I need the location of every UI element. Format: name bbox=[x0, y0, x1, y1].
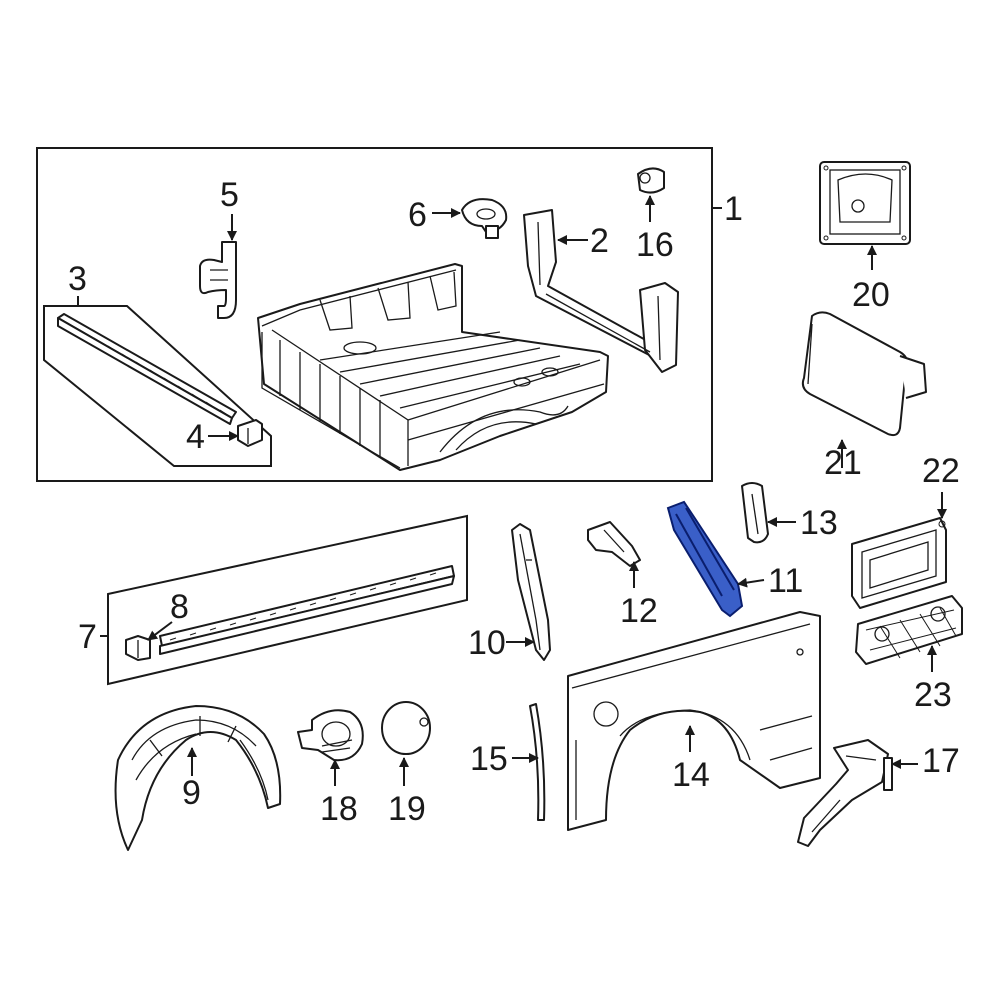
callout-18[interactable]: 18 bbox=[320, 790, 358, 828]
rail-seal-clip[interactable] bbox=[237, 419, 263, 447]
fuel-door-housing[interactable] bbox=[297, 709, 364, 762]
callout-10[interactable]: 10 bbox=[468, 624, 506, 662]
callout-3[interactable]: 3 bbox=[68, 260, 87, 298]
callout-20[interactable]: 20 bbox=[852, 276, 890, 314]
bed-plug[interactable] bbox=[637, 167, 665, 194]
fuel-door[interactable] bbox=[381, 701, 431, 755]
callout-19[interactable]: 19 bbox=[388, 790, 426, 828]
truck-bed-box[interactable] bbox=[257, 263, 609, 471]
rail-seal-subframe bbox=[43, 305, 272, 467]
fuel-pocket-reinforcement[interactable] bbox=[855, 595, 963, 665]
bed-quarter-panel[interactable] bbox=[567, 611, 821, 831]
bed-side-rail[interactable] bbox=[159, 565, 455, 655]
callout-17[interactable]: 17 bbox=[922, 742, 960, 780]
bed-rail-hook[interactable] bbox=[199, 241, 237, 319]
truck-bed-assembly-frame bbox=[36, 147, 713, 482]
inner-support-bracket[interactable] bbox=[797, 739, 893, 847]
callout-22[interactable]: 22 bbox=[922, 452, 960, 490]
rail-seal-strip[interactable] bbox=[57, 313, 237, 425]
callout-11[interactable]: 11 bbox=[768, 562, 803, 600]
callout-4[interactable]: 4 bbox=[186, 418, 205, 456]
callout-labels: 1 2 3 4 5 6 7 8 9 10 11 12 13 14 15 16 1… bbox=[68, 176, 960, 828]
side-bracket[interactable] bbox=[587, 521, 641, 567]
callout-13[interactable]: 13 bbox=[800, 504, 838, 542]
bed-rail-frame bbox=[107, 514, 468, 686]
callout-5[interactable]: 5 bbox=[220, 176, 239, 214]
callout-23[interactable]: 23 bbox=[914, 676, 952, 714]
callout-7[interactable]: 7 bbox=[78, 618, 97, 656]
callout-9[interactable]: 9 bbox=[182, 774, 201, 812]
callout-15[interactable]: 15 bbox=[470, 740, 508, 778]
rail-end-cap[interactable] bbox=[125, 635, 151, 661]
weatherstrip[interactable] bbox=[529, 703, 546, 821]
bed-front-panel-frame[interactable] bbox=[523, 209, 679, 373]
callout-1[interactable]: 1 bbox=[724, 190, 743, 228]
tie-down-plate[interactable] bbox=[819, 161, 911, 245]
callout-6[interactable]: 6 bbox=[408, 196, 427, 234]
highlighted-reinforcement-panel[interactable] bbox=[666, 500, 744, 618]
callout-21[interactable]: 21 bbox=[824, 444, 862, 482]
callout-8[interactable]: 8 bbox=[170, 588, 189, 626]
storage-box-cover[interactable] bbox=[801, 311, 927, 437]
wheel-well-liner[interactable] bbox=[114, 705, 282, 851]
fuel-fill-pocket[interactable] bbox=[851, 517, 947, 609]
bed-side-pillar[interactable] bbox=[511, 523, 551, 661]
callout-12[interactable]: 12 bbox=[620, 592, 658, 630]
callout-16[interactable]: 16 bbox=[636, 226, 674, 264]
callout-14[interactable]: 14 bbox=[672, 756, 710, 794]
tie-down-hook[interactable] bbox=[461, 198, 508, 239]
callout-2[interactable]: 2 bbox=[590, 222, 609, 260]
trim-piece[interactable] bbox=[741, 482, 769, 544]
leader-arrows bbox=[147, 195, 947, 786]
